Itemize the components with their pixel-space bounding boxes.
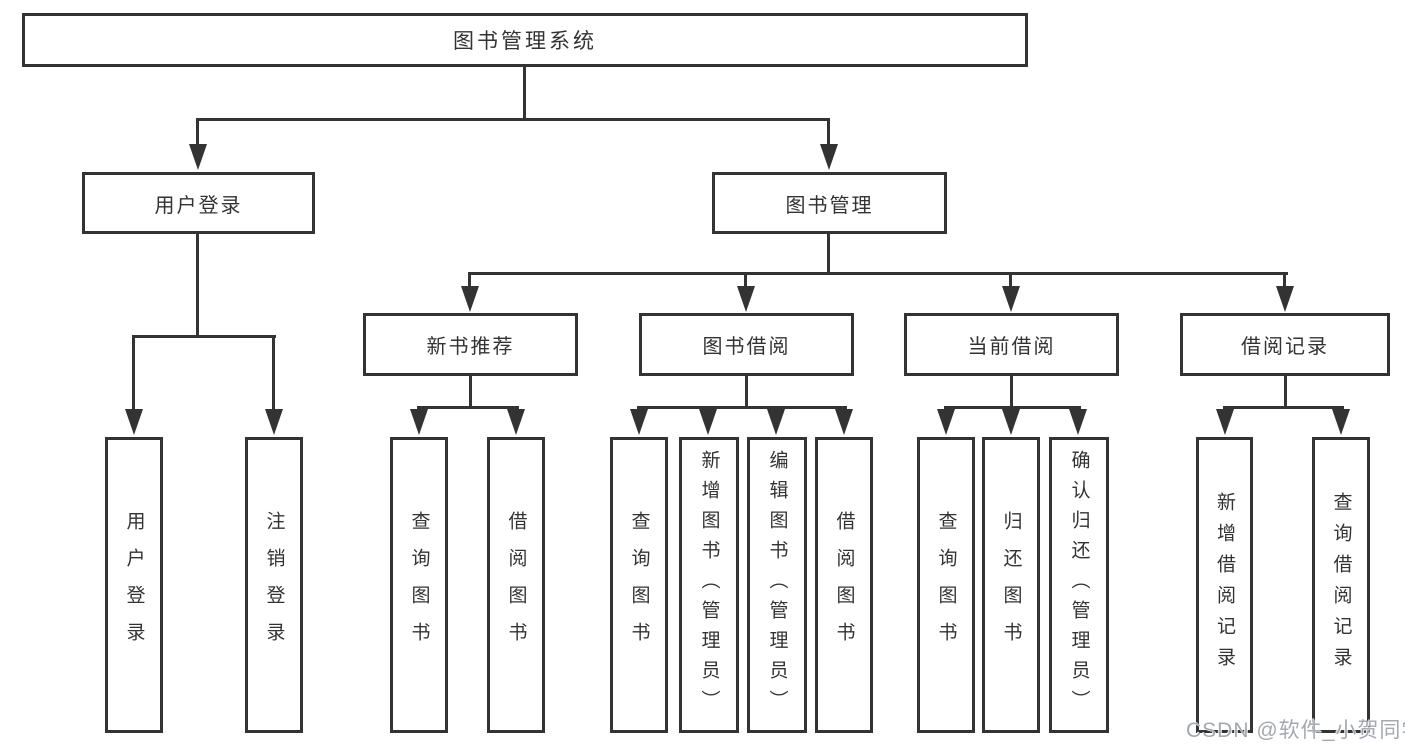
connector-root-bar bbox=[196, 118, 830, 121]
node-current-borrowing: 当前借阅 bbox=[904, 313, 1119, 376]
connector-bookmgmt-stem bbox=[827, 233, 830, 274]
arrowhead-to-query-books-2 bbox=[630, 409, 648, 435]
arrowhead-to-query-borrow-record bbox=[1332, 409, 1350, 435]
arrowhead-to-query-books-1 bbox=[410, 409, 428, 435]
connector-userlogin-drop-right bbox=[272, 335, 275, 411]
arrowhead-to-add-books-admin bbox=[699, 409, 717, 435]
leaf-query-books-1: 查询图书 bbox=[390, 437, 448, 733]
leaf-borrow-books-1: 借阅图书 bbox=[487, 437, 545, 733]
leaf-return-books: 归还图书 bbox=[982, 437, 1040, 733]
arrowhead-to-leaf-logout bbox=[265, 409, 283, 435]
connector-root-stem bbox=[523, 67, 526, 120]
arrowhead-to-leaf-user-login bbox=[125, 409, 143, 435]
node-borrowing-records: 借阅记录 bbox=[1180, 313, 1390, 376]
leaf-logout: 注销登录 bbox=[245, 437, 303, 733]
connector-bookmgmt-drop-4 bbox=[1283, 272, 1286, 288]
arrowhead-to-borrow-books-1 bbox=[507, 409, 525, 435]
connector-bookmgmt-drop-1 bbox=[468, 272, 471, 288]
connector-borrowing-bar bbox=[637, 406, 847, 409]
node-user-login: 用户登录 bbox=[82, 172, 315, 234]
arrowhead-to-current-borrowing bbox=[1002, 286, 1020, 312]
arrowhead-to-borrowing-records bbox=[1276, 286, 1294, 312]
node-new-book-recommend: 新书推荐 bbox=[363, 313, 578, 376]
arrowhead-to-query-books-3 bbox=[937, 409, 955, 435]
arrowhead-to-user-login bbox=[189, 144, 207, 170]
arrowhead-to-borrow-books-2 bbox=[835, 409, 853, 435]
connector-root-drop-right bbox=[827, 118, 830, 146]
leaf-confirm-return-admin: 确认归还（管理员） bbox=[1049, 437, 1109, 733]
connector-bookmgmt-drop-2 bbox=[744, 272, 747, 288]
connector-root-drop-left bbox=[196, 118, 199, 146]
connector-bookmgmt-bar bbox=[468, 272, 1288, 275]
arrowhead-to-edit-books-admin bbox=[767, 409, 785, 435]
leaf-borrow-books-2: 借阅图书 bbox=[815, 437, 873, 733]
connector-recommend-bar bbox=[417, 406, 519, 409]
leaf-query-books-2: 查询图书 bbox=[610, 437, 668, 733]
node-root-library-system: 图书管理系统 bbox=[22, 13, 1028, 67]
connector-userlogin-drop-left bbox=[132, 335, 135, 411]
leaf-query-books-3: 查询图书 bbox=[917, 437, 975, 733]
arrowhead-to-confirm-return-admin bbox=[1069, 409, 1087, 435]
connector-bookmgmt-drop-3 bbox=[1009, 272, 1012, 288]
leaf-query-borrow-record: 查询借阅记录 bbox=[1312, 437, 1370, 733]
arrowhead-to-return-books bbox=[1002, 409, 1020, 435]
connector-userlogin-stem bbox=[196, 233, 199, 337]
leaf-user-login: 用户登录 bbox=[105, 437, 163, 733]
leaf-add-borrow-record: 新增借阅记录 bbox=[1196, 437, 1253, 733]
connector-borrowing-stem bbox=[745, 374, 748, 408]
arrowhead-to-new-book-recommend bbox=[461, 286, 479, 312]
arrowhead-to-book-management bbox=[820, 144, 838, 170]
connector-records-bar bbox=[1223, 406, 1344, 409]
node-book-borrowing: 图书借阅 bbox=[639, 313, 854, 376]
connector-records-stem bbox=[1284, 374, 1287, 408]
leaf-add-books-admin: 新增图书（管理员） bbox=[679, 437, 739, 733]
connector-current-stem bbox=[1010, 374, 1013, 408]
arrowhead-to-add-borrow-record bbox=[1216, 409, 1234, 435]
leaf-edit-books-admin: 编辑图书（管理员） bbox=[747, 437, 807, 733]
csdn-watermark: CSDN @软件_小贺同学 bbox=[1186, 719, 1405, 742]
connector-current-bar bbox=[944, 406, 1081, 409]
node-book-management: 图书管理 bbox=[712, 172, 947, 234]
connector-userlogin-bar bbox=[132, 335, 276, 338]
arrowhead-to-book-borrowing bbox=[737, 286, 755, 312]
connector-recommend-stem bbox=[469, 374, 472, 408]
